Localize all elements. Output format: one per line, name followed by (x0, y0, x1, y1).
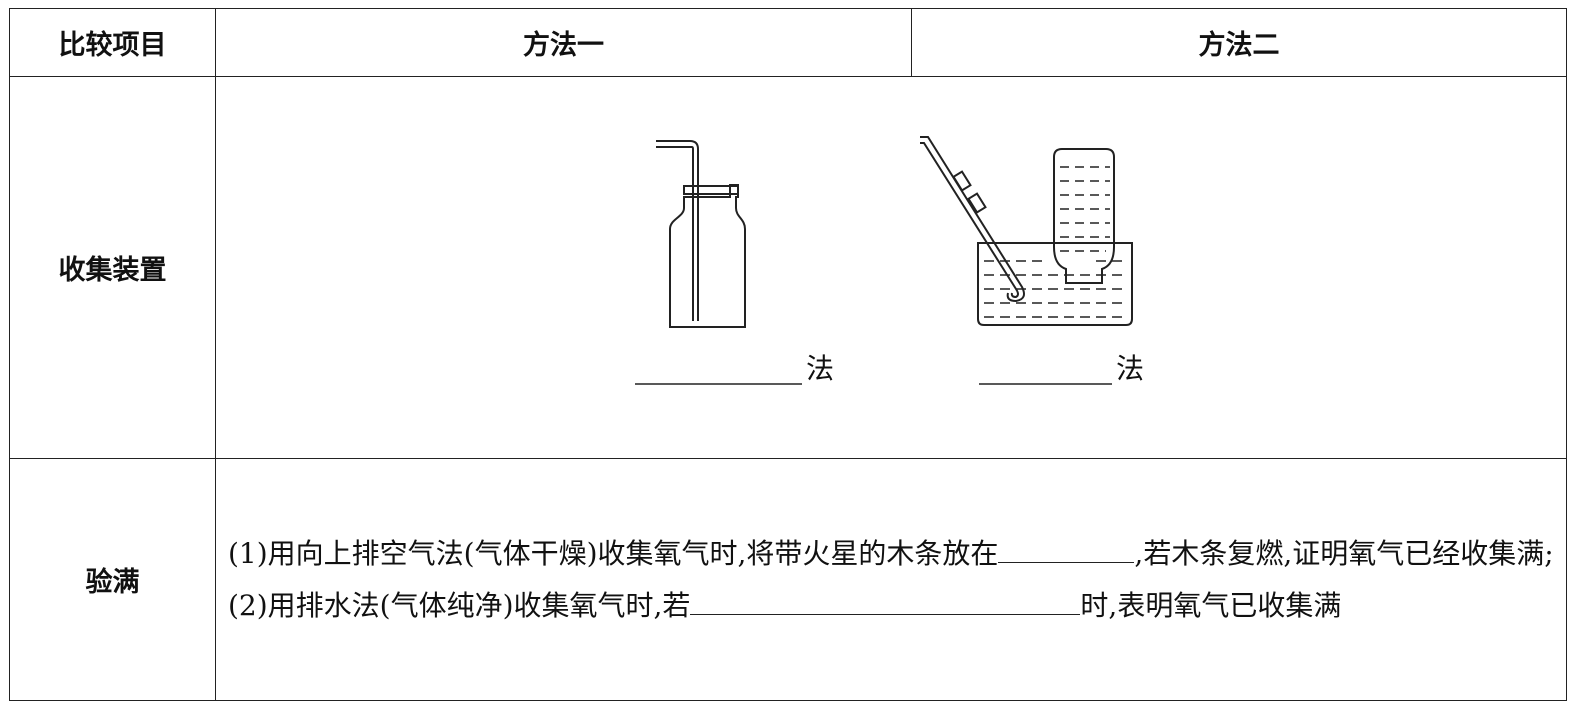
row-label-apparatus: 收集装置 (9, 76, 216, 459)
collecting-bottle (669, 184, 746, 328)
apparatus-row: 收集装置 (9, 76, 1567, 459)
check-full-row: 验满 (1)用向上排空气法(气体干燥)收集氧气时,将带火星的木条放在,若木条复燃… (9, 458, 1567, 701)
inverted-bottle (1053, 148, 1115, 284)
header-method2: 方法二 (911, 8, 1567, 77)
check-text-part3: 时,表明氧气已收集满 (1080, 588, 1342, 622)
check-text-part1: (1)用向上排空气法(气体干燥)收集氧气时,将带火星的木条放在 (228, 536, 999, 570)
long-delivery-tube (656, 140, 699, 321)
check-text-part2: ,若木条复燃,证明氧气已经收集满;(2)用排水法(气体纯净)收集氧气时,若 (228, 536, 1554, 622)
header-row: 比较项目 方法一 方法二 (9, 8, 1567, 77)
check-answer-blank-1[interactable] (998, 532, 1135, 563)
method2-suffix: 法 (1116, 352, 1144, 385)
apparatus-diagram: 法 法 (635, 136, 1144, 385)
method1-suffix: 法 (806, 352, 834, 385)
bent-delivery-tube (920, 136, 1025, 303)
apparatus-cell: 法 法 (215, 76, 1567, 459)
comparison-table: 比较项目 方法一 方法二 收集装置 (9, 8, 1567, 701)
check-answer-blank-2[interactable] (690, 584, 1081, 615)
header-item: 比较项目 (9, 8, 216, 77)
check-full-text: (1)用向上排空气法(气体干燥)收集氧气时,将带火星的木条放在,若木条复燃,证明… (215, 458, 1567, 701)
row-label-check: 验满 (9, 458, 216, 701)
header-method1: 方法一 (215, 8, 912, 77)
